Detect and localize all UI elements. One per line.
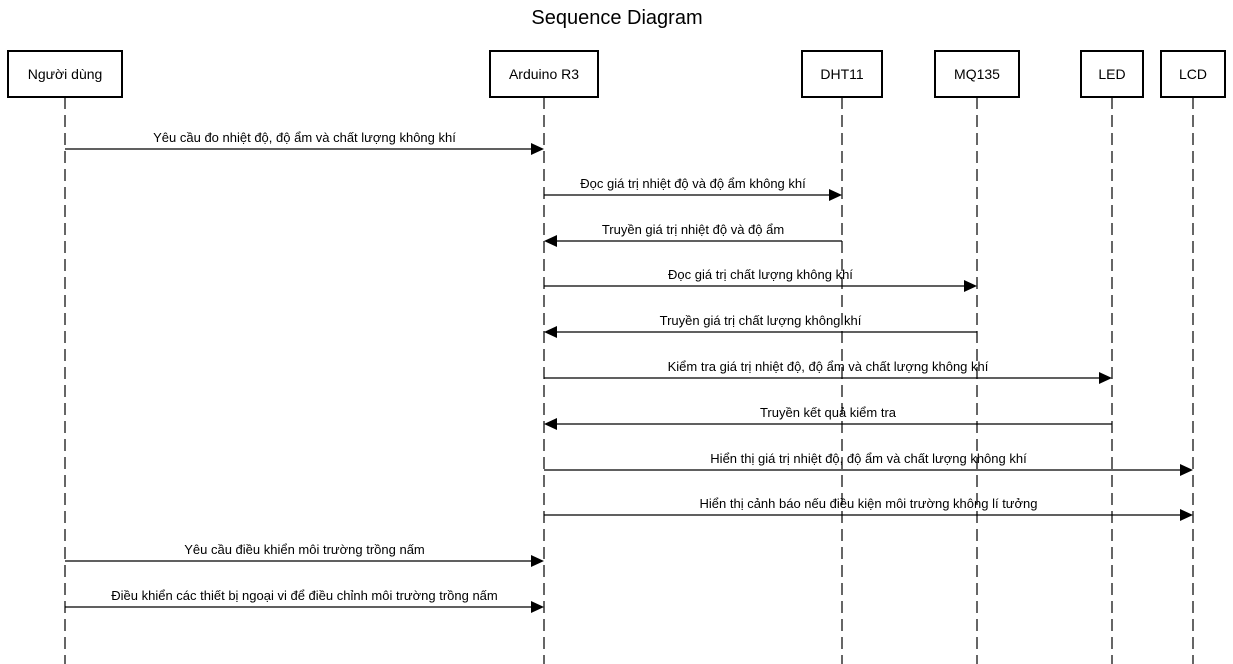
arrowhead-icon <box>829 189 842 201</box>
actor-box-mq135 <box>934 50 1020 98</box>
message-5: Truyền giá trị chất lượng không khí <box>544 313 977 338</box>
arrowhead-icon <box>531 601 544 613</box>
actor-label-led: LED <box>1098 66 1125 82</box>
message-3: Truyền giá trị nhiệt độ và độ ẩm <box>544 222 842 247</box>
actor-box-arduino <box>489 50 599 98</box>
arrowhead-icon <box>1099 372 1112 384</box>
arrowhead-icon <box>544 418 557 430</box>
message-label: Yêu cầu điều khiển môi trường trồng nấm <box>184 542 425 557</box>
message-label: Yêu cầu đo nhiệt độ, độ ẩm và chất lượng… <box>153 130 456 145</box>
message-label: Hiển thị cảnh báo nếu điều kiện môi trườ… <box>700 496 1038 511</box>
message-label: Truyền giá trị chất lượng không khí <box>660 313 862 328</box>
actor-label-mq135: MQ135 <box>954 66 1000 82</box>
actor-arduino: Arduino R3 <box>489 50 599 98</box>
actors: Người dùng Arduino R3 DHT11 MQ135 LED LCD <box>7 50 1226 98</box>
diagram-title: Sequence Diagram <box>531 7 702 29</box>
actor-led: LED <box>1080 50 1144 98</box>
arrowhead-icon <box>1180 464 1193 476</box>
actor-box-nguoi-dung <box>7 50 123 98</box>
message-7: Truyền kết quả kiểm tra <box>544 405 1112 430</box>
actor-lcd: LCD <box>1160 50 1226 98</box>
arrowhead-icon <box>531 555 544 567</box>
messages: Yêu cầu đo nhiệt độ, độ ẩm và chất lượng… <box>65 130 1193 613</box>
arrowhead-icon <box>1180 509 1193 521</box>
message-10: Yêu cầu điều khiển môi trường trồng nấm <box>65 542 544 567</box>
actor-box-dht11 <box>801 50 883 98</box>
message-9: Hiển thị cảnh báo nếu điều kiện môi trườ… <box>544 496 1193 521</box>
actor-label-lcd: LCD <box>1179 66 1207 82</box>
message-11: Điều khiển các thiết bị ngoại vi để điều… <box>65 588 544 613</box>
message-label: Truyền kết quả kiểm tra <box>760 405 897 420</box>
message-1: Yêu cầu đo nhiệt độ, độ ẩm và chất lượng… <box>65 130 544 155</box>
lifelines <box>64 97 1194 664</box>
actor-label-nguoi-dung: Người dùng <box>28 66 103 82</box>
actor-box-led <box>1080 50 1144 98</box>
message-2: Đọc giá trị nhiệt độ và độ ẩm không khí <box>544 176 842 201</box>
message-label: Truyền giá trị nhiệt độ và độ ẩm <box>602 222 784 237</box>
actor-box-lcd <box>1160 50 1226 98</box>
arrowhead-icon <box>964 280 977 292</box>
actor-dht11: DHT11 <box>801 50 883 98</box>
actor-label-dht11: DHT11 <box>820 66 864 82</box>
arrowhead-icon <box>544 326 557 338</box>
arrowhead-icon <box>531 143 544 155</box>
message-4: Đọc giá trị chất lượng không khí <box>544 267 977 292</box>
message-label: Đọc giá trị chất lượng không khí <box>668 267 853 282</box>
message-6: Kiểm tra giá trị nhiệt độ, độ ẩm và chất… <box>544 359 1112 384</box>
actor-nguoi-dung: Người dùng <box>7 50 123 98</box>
message-8: Hiển thị giá trị nhiệt độ, độ ẩm và chất… <box>544 451 1193 476</box>
message-label: Hiển thị giá trị nhiệt độ, độ ẩm và chất… <box>710 451 1027 466</box>
message-label: Điều khiển các thiết bị ngoại vi để điều… <box>111 588 498 603</box>
message-label: Kiểm tra giá trị nhiệt độ, độ ẩm và chất… <box>668 359 989 374</box>
message-label: Đọc giá trị nhiệt độ và độ ẩm không khí <box>580 176 806 191</box>
actor-label-arduino: Arduino R3 <box>509 66 579 82</box>
arrowhead-icon <box>544 235 557 247</box>
actor-mq135: MQ135 <box>934 50 1020 98</box>
